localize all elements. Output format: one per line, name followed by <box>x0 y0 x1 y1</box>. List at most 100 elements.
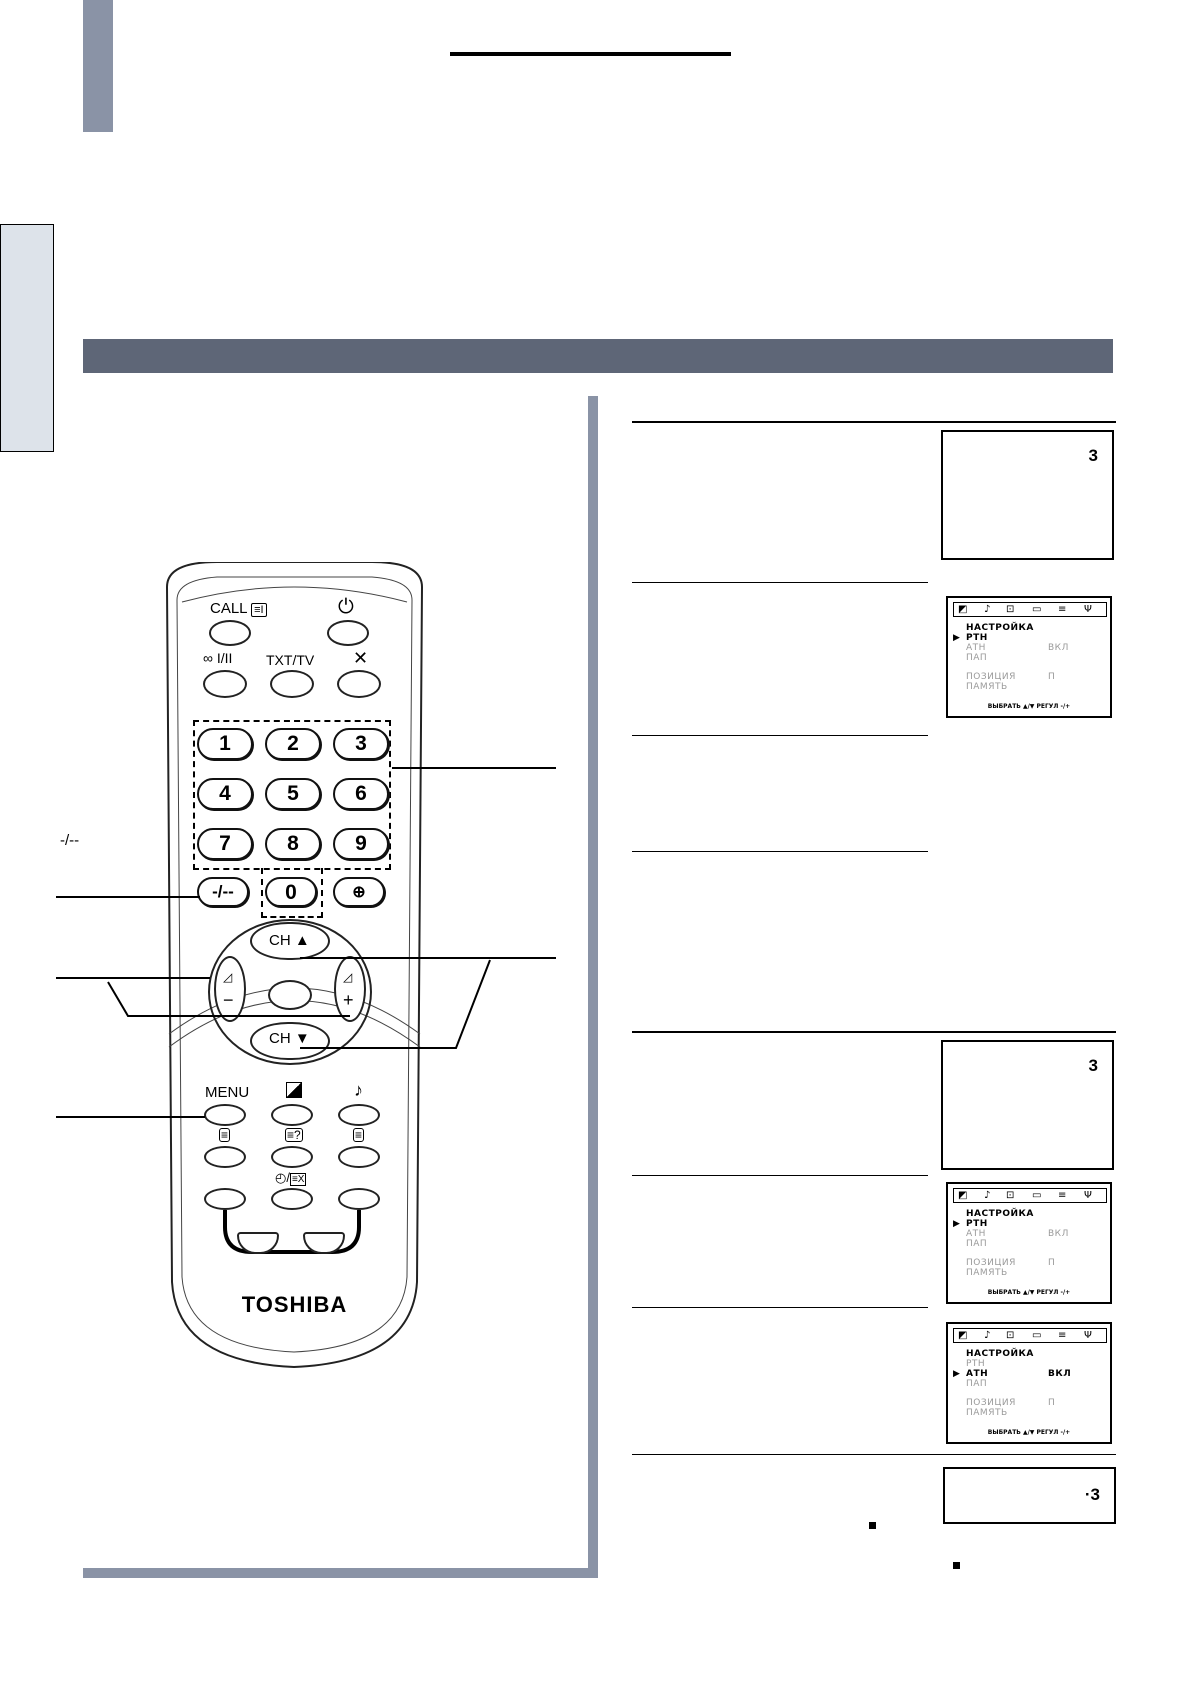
menu-title: НАСТРОЙКА <box>966 623 1034 633</box>
digit-button-9[interactable]: 9 <box>333 828 389 860</box>
menu-icon-bar: ◩♪⊡▭≡Ψ <box>953 602 1107 617</box>
power-button[interactable] <box>327 620 369 646</box>
antenna-icon: Ψ <box>1084 1190 1092 1201</box>
volume-down-button[interactable] <box>214 956 246 1022</box>
picture-icon: ◩ <box>958 1330 968 1341</box>
mute-icon: ✕ <box>353 648 369 668</box>
ch-down-label: CH ▼ <box>269 1030 310 1047</box>
menu-item-value: П <box>1048 672 1056 682</box>
teletext-reveal-icon: ≡? <box>285 1128 303 1142</box>
call-button[interactable] <box>209 620 251 646</box>
menu-item-label: АТН <box>966 1229 986 1239</box>
digit-button-0[interactable]: 0 <box>265 877 317 907</box>
teletext-call-icon: ≡I <box>251 603 267 617</box>
digit-button-2[interactable]: 2 <box>265 728 321 760</box>
sound-mode-button[interactable] <box>338 1104 380 1126</box>
menu-item-value: ВКЛ <box>1048 643 1069 653</box>
fastext-red-button[interactable] <box>204 1188 246 1210</box>
menu-footer-hint: ВЫБРАТЬ ▲/▼ РЕГУЛ -/+ <box>987 1289 1071 1296</box>
teletext-size-button[interactable] <box>338 1146 380 1168</box>
digit-button-5[interactable]: 5 <box>265 778 321 810</box>
menu-item-label: ПАП <box>966 1239 988 1249</box>
menu-item-value: П <box>1048 1398 1056 1408</box>
menu-item[interactable]: РТН <box>966 633 1106 643</box>
menu-item[interactable]: ПАМЯТЬ <box>966 682 1106 692</box>
menu-item[interactable]: ПАП <box>966 1239 1106 1249</box>
picture-mode-button[interactable] <box>271 1104 313 1126</box>
picture-icon: ◩ <box>958 604 968 615</box>
volume-icon-left: ◿ <box>223 970 233 984</box>
rule-4 <box>632 851 928 852</box>
menu-item-label: РТН <box>966 1219 988 1229</box>
vol-minus-label: − <box>223 990 234 1010</box>
ok-center-button[interactable] <box>268 980 312 1010</box>
volume-up-button[interactable] <box>334 956 366 1022</box>
teletext-index-button[interactable] <box>204 1146 246 1168</box>
stereo-label: ∞ I/II <box>203 650 232 666</box>
volume-icon-right: ◿ <box>343 970 353 984</box>
digit-button-6[interactable]: 6 <box>333 778 389 810</box>
teletext-reveal-button[interactable] <box>271 1146 313 1168</box>
digit-button-1[interactable]: 1 <box>197 728 253 760</box>
menu-item[interactable]: ПАМЯТЬ <box>966 1268 1106 1278</box>
menu-item-label: АТН <box>966 1369 989 1379</box>
callout-lines <box>56 767 556 1118</box>
menu-item-label: ПОЗИЦИЯ <box>966 672 1016 682</box>
title-underline <box>450 52 731 56</box>
rule-3 <box>632 735 928 736</box>
stereo-icon: ∞ <box>203 650 213 666</box>
vol-plus-label: + <box>343 990 354 1010</box>
menu-item[interactable]: ПАП <box>966 1379 1106 1389</box>
menu-item[interactable]: АТН ВКЛ <box>966 1229 1106 1239</box>
txt-tv-button[interactable] <box>270 670 314 698</box>
digit-button-7[interactable]: 7 <box>197 828 253 860</box>
antenna-icon: Ψ <box>1084 604 1092 615</box>
rule-1 <box>632 421 1116 423</box>
rule-5 <box>632 1031 1116 1033</box>
fastext-blue-button[interactable] <box>338 1188 380 1210</box>
menu-button[interactable] <box>204 1104 246 1126</box>
side-tab <box>0 224 54 452</box>
channel-down-button[interactable] <box>250 1022 330 1060</box>
rule-2 <box>632 582 928 583</box>
menu-item[interactable]: ПОЗИЦИЯ П <box>966 672 1106 682</box>
screen-icon: ▭ <box>1032 604 1042 615</box>
rule-7 <box>632 1307 928 1308</box>
osd-channel-number: ·3 <box>1084 1485 1100 1504</box>
menu-item[interactable]: РТН <box>966 1359 1106 1369</box>
channel-up-button[interactable] <box>250 922 330 960</box>
osd-channel-screen-3: ·3 <box>943 1467 1116 1524</box>
teletext-index-icon: ≡ <box>219 1128 231 1142</box>
note-icon: ♪ <box>984 1190 991 1201</box>
menu-item-label: ПАМЯТЬ <box>966 1268 1008 1278</box>
zero-key-outline <box>261 868 323 918</box>
digit-button-8[interactable]: 8 <box>265 828 321 860</box>
menu-item[interactable]: ПАП <box>966 653 1106 663</box>
menu-label: MENU <box>205 1084 250 1101</box>
menu-item-label: ПАП <box>966 653 988 663</box>
digit-button-3[interactable]: 3 <box>333 728 389 760</box>
timer-button[interactable] <box>271 1188 313 1210</box>
ch-up-label: CH ▲ <box>269 932 310 949</box>
menu-item[interactable]: РТН <box>966 1219 1106 1229</box>
stereo-button[interactable] <box>203 670 247 698</box>
osd-channel-number: 3 <box>1088 446 1098 465</box>
input-select-button[interactable]: ⊕ <box>333 877 385 907</box>
menu-footer-hint: ВЫБРАТЬ ▲/▼ РЕГУЛ -/+ <box>987 703 1071 710</box>
menu-item-value: ВКЛ <box>1048 1229 1069 1239</box>
fastext-bracket <box>223 1210 361 1254</box>
menu-item[interactable]: ПАМЯТЬ <box>966 1408 1106 1418</box>
input-arrow-icon: ⊕ <box>352 884 366 901</box>
dash-button[interactable]: -/-- <box>197 877 249 907</box>
mute-button[interactable] <box>337 670 381 698</box>
dash-button-caption: -/-- <box>60 832 80 849</box>
osd-channel-screen-2: 3 <box>941 1040 1114 1170</box>
call-label-text: CALL <box>210 600 247 617</box>
digit-button-4[interactable]: 4 <box>197 778 253 810</box>
